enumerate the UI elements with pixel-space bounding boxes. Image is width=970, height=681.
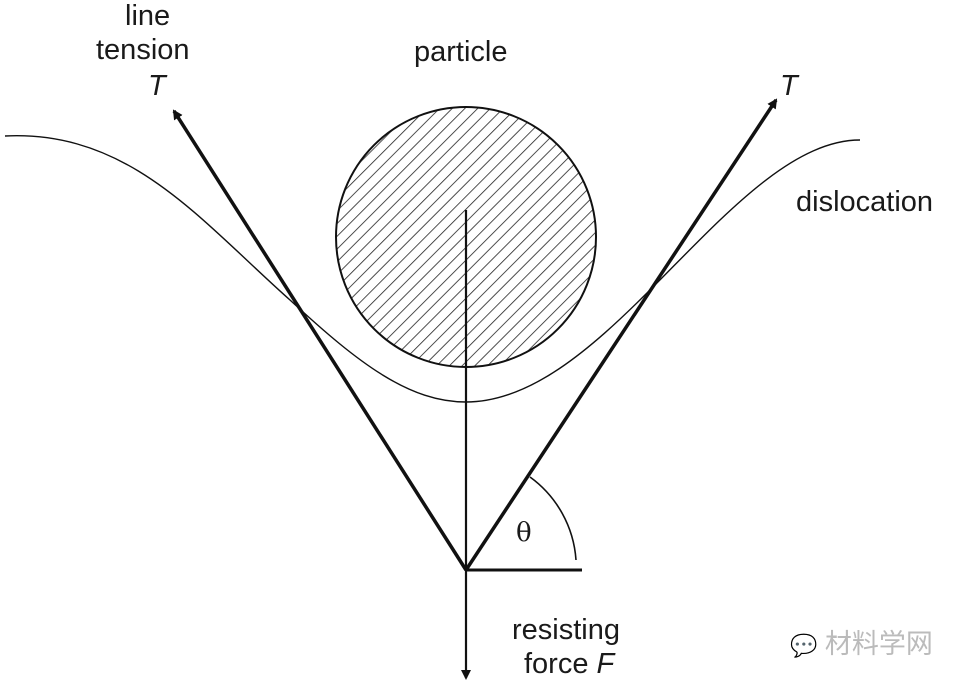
watermark: 💬 材料学网 (790, 622, 933, 661)
angle-arc (529, 476, 577, 561)
label-particle: particle (414, 36, 508, 68)
chat-bubble-icon: 💬 (790, 633, 818, 658)
watermark-text: 材料学网 (824, 629, 933, 659)
label-force: force F (524, 650, 614, 679)
label-t-right: T (780, 70, 798, 102)
label-force-text: force (524, 648, 589, 680)
label-line: line (125, 0, 171, 32)
label-tension: tension (96, 34, 190, 66)
label-force-f: F (596, 648, 615, 680)
label-t-left: T (148, 70, 166, 102)
label-theta: θ (516, 518, 532, 548)
tension-arrow-right (464, 98, 778, 571)
tension-arrow-left (172, 109, 468, 571)
label-dislocation: dislocation (796, 186, 934, 218)
label-resisting: resisting (512, 614, 620, 646)
